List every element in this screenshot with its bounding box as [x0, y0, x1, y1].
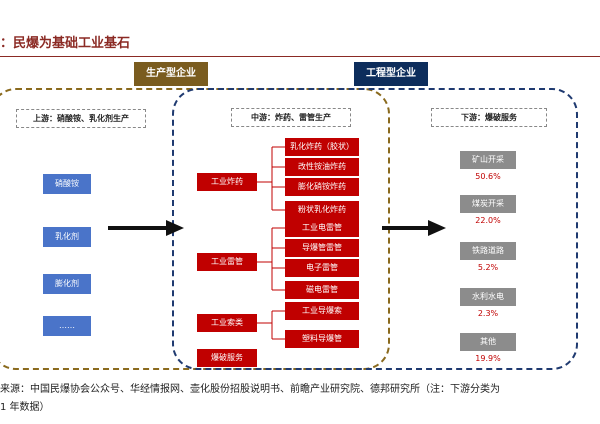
- title-divider: [0, 56, 600, 57]
- downstream-item-mining: 矿山开采: [460, 151, 516, 169]
- sub-modified-anfo: 改性铵油炸药: [285, 158, 359, 176]
- upstream-item-ammonium-nitrate: 硝酸铵: [43, 174, 91, 194]
- category-explosives: 工业炸药: [197, 173, 257, 191]
- sub-plastic-shock-tube: 塑料导爆管: [285, 330, 359, 348]
- downstream-share-other: 19.9%: [475, 354, 501, 363]
- downstream-share-railway: 5.2%: [477, 263, 499, 272]
- sub-powder-emulsion: 粉状乳化炸药: [285, 201, 359, 219]
- sub-shock-tube-detonator: 导爆管雷管: [285, 239, 359, 257]
- section-engineering: 工程型企业: [354, 62, 428, 86]
- downstream-item-water-conservancy: 水利水电: [460, 288, 516, 306]
- sub-emulsion-explosive: 乳化炸药（胶状）: [285, 138, 359, 156]
- sub-magnetoelectric-detonator: 磁电雷管: [285, 281, 359, 299]
- downstream-item-coal: 煤炭开采: [460, 195, 516, 213]
- downstream-item-railway: 铁路道路: [460, 242, 516, 260]
- source-line-1: 来源：中国民爆协会公众号、华经情报网、壶化股份招股说明书、前瞻产业研究院、德邦研…: [0, 384, 500, 395]
- source-note: 来源：中国民爆协会公众号、华经情报网、壶化股份招股说明书、前瞻产业研究院、德邦研…: [0, 381, 600, 417]
- upstream-item-emulsifier: 乳化剂: [43, 227, 91, 247]
- sub-expanded-ammonium-nitrate: 膨化硝铵炸药: [285, 178, 359, 196]
- category-detonators: 工业雷管: [197, 253, 257, 271]
- sub-electric-detonator: 工业电雷管: [285, 219, 359, 237]
- downstream-label: 下游：爆破服务: [431, 108, 547, 127]
- sub-electronic-detonator: 电子雷管: [285, 259, 359, 277]
- upstream-item-more: ……: [43, 316, 91, 336]
- midstream-label: 中游：炸药、雷管生产: [231, 108, 351, 127]
- category-blasting-service: 爆破服务: [197, 349, 257, 367]
- downstream-share-coal: 22.0%: [475, 216, 501, 225]
- section-production: 生产型企业: [134, 62, 208, 86]
- upstream-item-expanding-agent: 膨化剂: [43, 274, 91, 294]
- category-cords: 工业索类: [197, 314, 257, 332]
- downstream-item-other: 其他: [460, 333, 516, 351]
- downstream-share-water-conservancy: 2.3%: [477, 309, 499, 318]
- source-line-2: 1 年数据）: [0, 402, 50, 413]
- page-title: ：民爆为基础工业基石: [0, 36, 131, 51]
- sub-detonating-cord: 工业导爆索: [285, 302, 359, 320]
- upstream-label: 上游：硝酸铵、乳化剂生产: [16, 109, 146, 128]
- downstream-share-mining: 50.6%: [475, 172, 501, 181]
